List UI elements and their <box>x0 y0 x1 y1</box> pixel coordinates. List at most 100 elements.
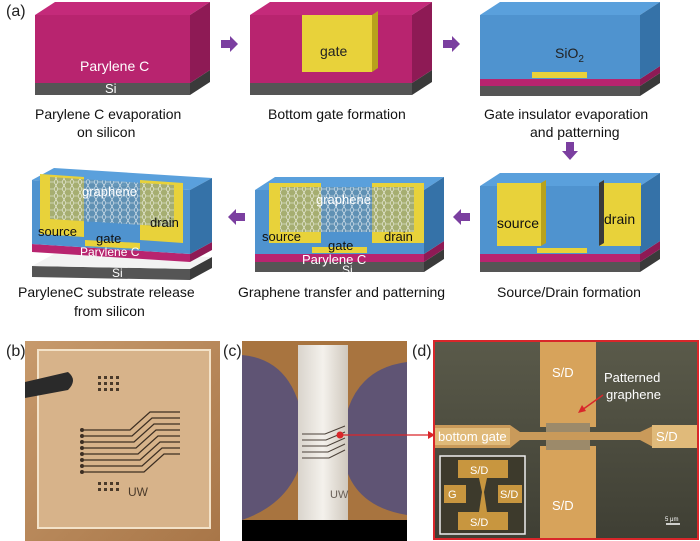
s4-label-drain: drain <box>604 211 635 227</box>
s4-drain-pad <box>599 183 641 246</box>
s2-si-front <box>250 83 412 95</box>
s6-label-graphene: graphene <box>82 184 137 199</box>
s3-oxide-side <box>640 2 660 79</box>
s1-parylene-front <box>35 15 190 83</box>
callout-arrowhead <box>428 431 435 439</box>
micrograph-pointer <box>581 394 604 411</box>
s5-label-graphene: graphene <box>316 192 371 207</box>
s6-si-front <box>32 266 190 280</box>
s5-label-source: source <box>262 229 301 244</box>
photo-b-pad-grid-top <box>98 376 119 391</box>
s4-oxide-top <box>480 173 660 186</box>
s1-label-si: Si <box>105 81 117 96</box>
arrow-3-4 <box>562 142 578 160</box>
inset-label-sd-top: S/D <box>470 465 488 477</box>
step4-diagram: source drain <box>480 173 660 272</box>
s1-caption-2: on silicon <box>77 124 135 140</box>
photo-c-finger-right <box>342 362 407 515</box>
s6-oxide-side <box>190 178 212 254</box>
s6-caption-2: from silicon <box>74 303 145 319</box>
photo-b-pad-grid-bottom <box>98 482 119 491</box>
photo-c-bottom-bar <box>242 520 407 541</box>
arrow-1-2 <box>221 36 238 52</box>
photo-c: UW <box>242 341 407 541</box>
s3-si-side <box>640 73 660 96</box>
s3-parylene-front <box>480 79 640 86</box>
s1-si-front <box>35 83 190 95</box>
photo-b-pads-left <box>80 428 84 474</box>
s5-label-drain: drain <box>384 229 413 244</box>
s2-parylene-side <box>412 2 432 83</box>
arrow-5-6 <box>228 209 245 225</box>
inset-label-g: G <box>448 489 457 501</box>
s3-caption-1: Gate insulator evaporation <box>484 106 648 122</box>
s1-parylene-top <box>35 2 210 15</box>
s4-drain-edge <box>599 180 604 246</box>
s5-label-parylene: Parylene C <box>302 252 366 267</box>
s6-caption-1: ParyleneC substrate release <box>18 284 195 300</box>
s6-label-source: source <box>38 224 77 239</box>
s2-gate-side <box>372 11 378 72</box>
inset-cross <box>479 478 487 512</box>
arrow-4-5 <box>453 209 470 225</box>
s1-si-side <box>190 70 210 95</box>
micrograph-bottom-gate-highlight <box>434 428 510 445</box>
s3-caption-2: and patterning <box>530 124 620 140</box>
inset-label-sd-right: S/D <box>500 489 518 501</box>
s4-source-pad <box>497 183 541 246</box>
micrograph-sd-bottom-strip <box>540 446 596 539</box>
s4-oxide-side <box>640 173 660 254</box>
s3-si-front <box>480 86 640 96</box>
panel-label-b: (b) <box>6 343 26 360</box>
s4-parylene-side <box>640 241 660 262</box>
micrograph-label-bottom-gate: bottom gate <box>438 429 507 444</box>
s4-caption-1: Source/Drain formation <box>497 284 641 300</box>
photo-b-tweezer <box>25 372 73 398</box>
step1-diagram: Parylene C Si <box>35 2 210 96</box>
photo-c-logo: UW <box>330 489 349 501</box>
panel-label-c: (c) <box>223 343 242 360</box>
s3-buried-gate <box>532 72 587 78</box>
s6-graphene-lattice <box>50 177 174 227</box>
s5-si-front <box>255 262 424 272</box>
inset-g-pad <box>444 485 466 503</box>
step6-diagram: Si graphene source drain gate Parylene C <box>32 168 212 280</box>
s1-parylene-side <box>190 2 210 83</box>
photo-b-traces <box>84 411 180 473</box>
micrograph-label-sd-top: S/D <box>552 365 574 380</box>
step3-diagram: SiO2 <box>480 2 660 96</box>
s6-parylene-side <box>190 242 212 262</box>
s4-label-source: source <box>497 215 539 231</box>
inset-label-sd-bottom: S/D <box>470 517 488 529</box>
s6-label-parylene: Parylene C <box>80 245 140 259</box>
inset-sd-top <box>458 460 508 478</box>
s4-si-front <box>480 262 640 272</box>
s2-label-gate: gate <box>320 43 347 59</box>
s1-caption-1: Parylene C evaporation <box>35 106 181 122</box>
s6-label-si: Si <box>112 266 123 280</box>
micrograph-pointer-head <box>578 405 586 413</box>
s5-caption-1: Graphene transfer and patterning <box>238 284 445 300</box>
s5-parylene-front <box>255 254 424 262</box>
s6-parylene-front <box>32 244 190 262</box>
s1-label-parylene: Parylene C <box>80 58 149 74</box>
micrograph-label-patterned-2: graphene <box>606 387 661 402</box>
micrograph-inset: S/D S/D G S/D <box>439 455 526 535</box>
s3-parylene-side <box>640 66 660 86</box>
s3-oxide-top <box>480 2 660 15</box>
s5-oxide-side <box>424 177 444 254</box>
s2-parylene-top <box>250 2 432 15</box>
micrograph-label-sd-right: S/D <box>656 429 678 444</box>
s6-buried-gate <box>85 240 140 249</box>
s4-buried-gate <box>537 248 587 253</box>
inset-sd-bottom <box>458 512 508 530</box>
micrograph-d: S/D S/D S/D bottom gate Patterned graphe… <box>433 340 699 540</box>
photo-b: UW <box>25 341 220 541</box>
micrograph-sd-right-pad <box>652 425 698 448</box>
photo-c-finger-left <box>242 355 305 520</box>
s6-label-gate: gate <box>96 231 121 246</box>
s5-graphene-lattice <box>280 187 414 232</box>
s5-parylene-side <box>424 241 444 262</box>
photo-b-logo: UW <box>128 485 149 499</box>
